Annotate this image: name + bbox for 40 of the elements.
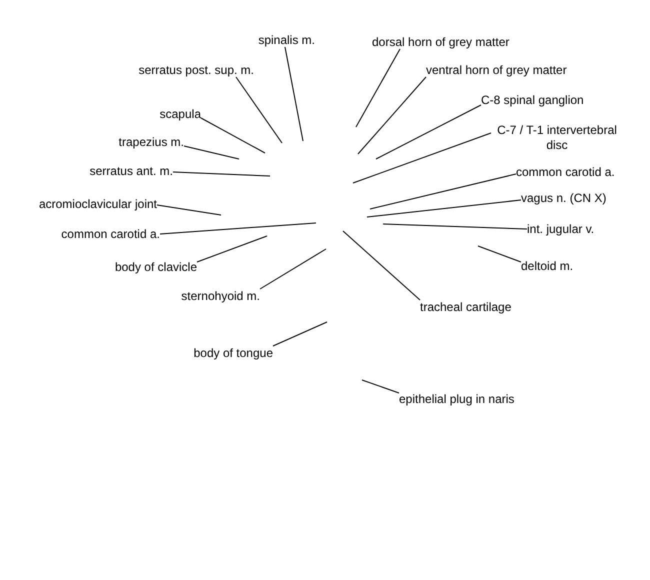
structure-label: scapula <box>160 107 201 121</box>
structure-label: C-7 / T-1 intervertebral disc <box>491 123 623 153</box>
leader-line <box>236 76 282 144</box>
leader-line <box>160 222 316 234</box>
structure-label: tracheal cartilage <box>420 300 512 314</box>
leader-line <box>358 76 426 154</box>
leader-line <box>200 118 266 154</box>
leader-line <box>382 224 528 230</box>
structure-label: common carotid a. <box>516 165 615 179</box>
leader-line <box>370 174 516 210</box>
leader-line <box>362 380 400 394</box>
leader-line <box>284 46 304 142</box>
structure-label: serratus post. sup. m. <box>138 63 254 77</box>
structure-label: int. jugular v. <box>527 222 594 236</box>
leader-line <box>376 104 482 160</box>
leader-line <box>260 248 326 290</box>
leader-line <box>172 172 270 176</box>
structure-label: ventral horn of grey matter <box>426 63 567 77</box>
leader-line <box>196 236 268 262</box>
leader-line <box>156 204 222 216</box>
structure-label: epithelial plug in naris <box>399 392 514 406</box>
leader-line <box>478 246 522 262</box>
leader-line <box>366 200 522 218</box>
structure-label: acromioclavicular joint <box>38 197 157 211</box>
leader-line <box>184 146 240 160</box>
structure-label: dorsal horn of grey matter <box>372 35 510 49</box>
leader-line <box>272 322 328 346</box>
structure-label: deltoid m. <box>521 259 574 273</box>
structure-label: C-8 spinal ganglion <box>481 93 584 107</box>
structure-label: sternohyoid m. <box>181 289 260 303</box>
structure-label: trapezius m. <box>118 135 184 149</box>
leader-line <box>342 230 420 300</box>
structure-label: spinalis m. <box>258 33 315 47</box>
structure-label: body of tongue <box>194 346 273 360</box>
leader-line <box>352 132 492 184</box>
leader-line <box>356 48 400 128</box>
structure-label: body of clavicle <box>114 260 197 274</box>
structure-label: vagus n. (CN X) <box>521 191 606 205</box>
structure-label: common carotid a. <box>61 227 160 241</box>
structure-label: serratus ant. m. <box>90 164 173 178</box>
